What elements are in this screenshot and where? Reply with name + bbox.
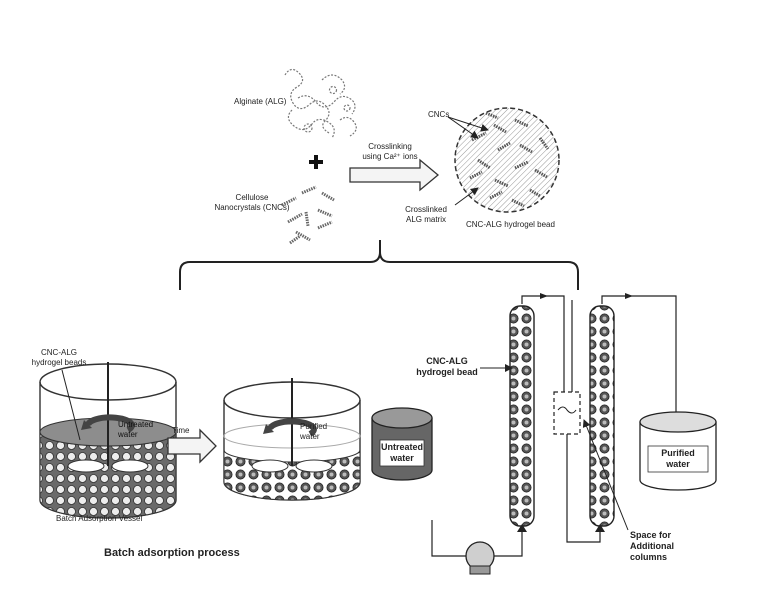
column-1 xyxy=(509,305,535,527)
label-space-columns: Space for Additional columns xyxy=(630,530,674,562)
label-purified-tank: Purified water xyxy=(661,448,695,469)
untreated-water-tank xyxy=(371,407,433,481)
brace-connector xyxy=(179,240,579,290)
label-vessel-beads: CNC-ALG hydrogel beads xyxy=(31,348,87,367)
batch-vessel-untreated xyxy=(39,362,177,519)
label-batch-process: Batch adsorption process xyxy=(104,547,240,559)
alginate-strands-icon xyxy=(284,68,357,139)
label-bead-title: CNC-ALG hydrogel bead xyxy=(466,220,555,229)
label-cellulose-nanocrystals: Cellulose Nanocrystals (CNCs) xyxy=(214,193,290,212)
crosslinking-arrow xyxy=(349,158,440,192)
additional-column-space xyxy=(553,391,581,435)
label-crosslinking: Crosslinking using Ca²⁺ ions xyxy=(362,142,418,161)
batch-vessel-purified xyxy=(223,378,361,501)
label-vessel-untreated: Untreated water xyxy=(118,420,154,439)
label-cncs: CNCs xyxy=(428,110,450,119)
purified-water-tank xyxy=(639,411,717,491)
label-untreated-tank: Untreated water xyxy=(380,442,423,463)
cellulose-nanocrystals-icon xyxy=(281,185,335,245)
label-time: Time xyxy=(172,426,190,435)
plus-icon xyxy=(309,155,323,169)
flow-arrowheads xyxy=(517,293,633,532)
vessel-bead-pointer xyxy=(61,369,81,441)
label-column-bead: CNC-ALG hydrogel bead xyxy=(416,356,478,377)
label-crosslinked-matrix: Crosslinked ALG matrix xyxy=(405,205,447,224)
pump-icon xyxy=(465,541,495,575)
column-2 xyxy=(589,305,615,527)
label-vessel-purified: Purified water xyxy=(300,422,328,441)
time-arrow xyxy=(167,428,217,464)
label-batch-vessel: Batch Adsorption Vessel xyxy=(56,514,143,523)
space-columns-pointer xyxy=(582,419,629,531)
label-alginate: Alginate (ALG) xyxy=(234,97,287,106)
hydrogel-bead-icon xyxy=(447,107,560,213)
